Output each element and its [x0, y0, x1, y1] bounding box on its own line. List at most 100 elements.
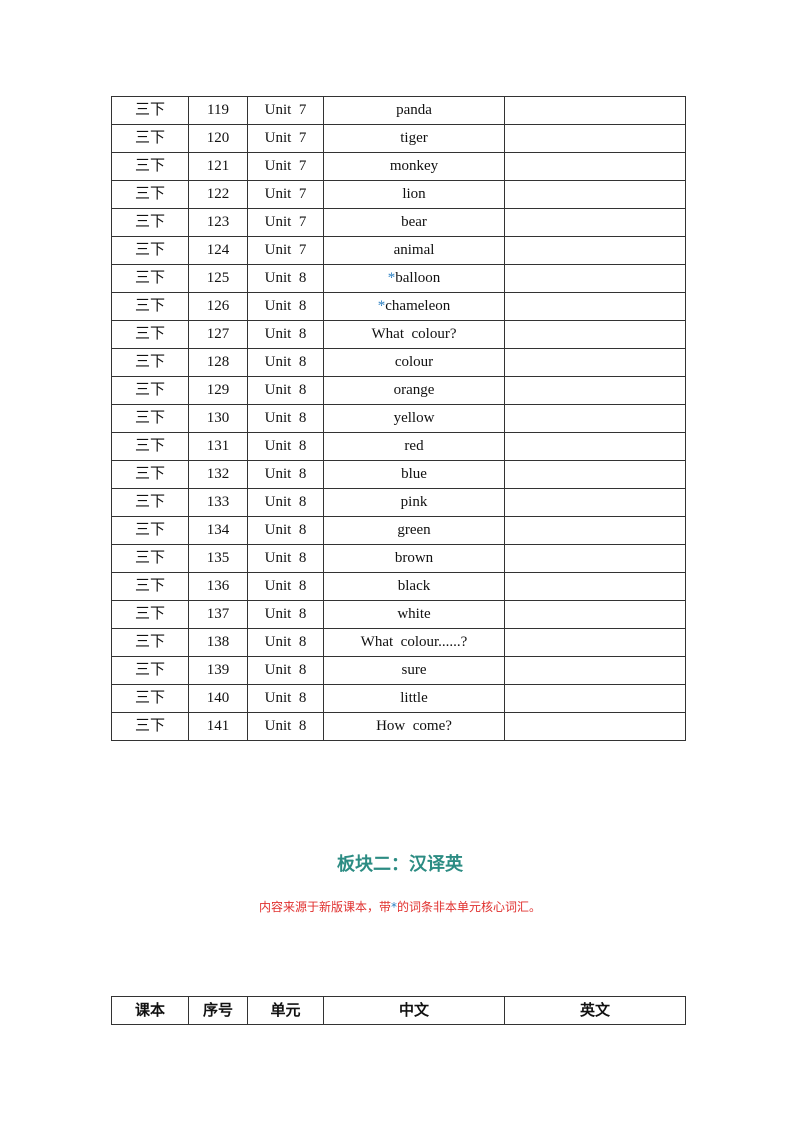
cell-book: 三下	[111, 348, 189, 377]
cell-blank	[504, 712, 686, 741]
cell-word: yellow	[323, 404, 505, 433]
cell-book: 三下	[111, 432, 189, 461]
cell-unit: Unit 7	[247, 180, 324, 209]
cell-number: 136	[188, 572, 248, 601]
cell-unit: Unit 7	[247, 124, 324, 153]
cell-unit: Unit 8	[247, 348, 324, 377]
word-text: sure	[401, 662, 427, 678]
word-text: red	[404, 438, 424, 454]
cell-unit: Unit 8	[247, 628, 324, 657]
cell-word: green	[323, 516, 505, 545]
cell-word: little	[323, 684, 505, 713]
cell-number: 132	[188, 460, 248, 489]
cell-book: 三下	[111, 656, 189, 685]
cell-word: monkey	[323, 152, 505, 181]
cell-book: 三下	[111, 264, 189, 293]
cell-number: 141	[188, 712, 248, 741]
cell-unit: Unit 7	[247, 96, 324, 125]
cell-unit: Unit 8	[247, 432, 324, 461]
cell-number: 128	[188, 348, 248, 377]
cell-book: 三下	[111, 516, 189, 545]
cell-book: 三下	[111, 628, 189, 657]
cell-word: red	[323, 432, 505, 461]
cell-number: 126	[188, 292, 248, 321]
cell-number: 122	[188, 180, 248, 209]
cell-unit: Unit 8	[247, 656, 324, 685]
header-chinese: 中文	[323, 996, 505, 1025]
cell-word: sure	[323, 656, 505, 685]
note-star-marker: *	[391, 900, 397, 914]
cell-book: 三下	[111, 404, 189, 433]
cell-book: 三下	[111, 712, 189, 741]
cell-word: *balloon	[323, 264, 505, 293]
word-text: bear	[401, 214, 427, 230]
cell-book: 三下	[111, 488, 189, 517]
word-text: lion	[402, 186, 426, 202]
cell-unit: Unit 8	[247, 320, 324, 349]
cell-number: 123	[188, 208, 248, 237]
cell-number: 131	[188, 432, 248, 461]
cell-blank	[504, 544, 686, 573]
cell-blank	[504, 656, 686, 685]
cell-blank	[504, 488, 686, 517]
cell-word: colour	[323, 348, 505, 377]
section-title: 板块二：汉译英	[337, 854, 463, 875]
word-text: What colour......?	[360, 634, 468, 650]
cell-unit: Unit 7	[247, 152, 324, 181]
cell-unit: Unit 8	[247, 712, 324, 741]
cell-word: *chameleon	[323, 292, 505, 321]
cell-unit: Unit 8	[247, 684, 324, 713]
cell-blank	[504, 600, 686, 629]
cell-number: 134	[188, 516, 248, 545]
word-text: black	[397, 578, 431, 594]
cell-unit: Unit 8	[247, 600, 324, 629]
cell-word: pink	[323, 488, 505, 517]
core-word-star-marker: *	[377, 298, 386, 314]
cell-blank	[504, 96, 686, 125]
cell-number: 121	[188, 152, 248, 181]
cell-number: 137	[188, 600, 248, 629]
cell-number: 125	[188, 264, 248, 293]
cell-unit: Unit 7	[247, 208, 324, 237]
note-text-before: 内容来源于新版课本，带	[258, 900, 391, 914]
cell-unit: Unit 8	[247, 404, 324, 433]
core-word-star-marker: *	[387, 270, 396, 286]
word-text: What colour?	[371, 326, 457, 342]
cell-unit: Unit 8	[247, 264, 324, 293]
cell-blank	[504, 180, 686, 209]
header-book: 课本	[111, 996, 189, 1025]
cell-unit: Unit 8	[247, 572, 324, 601]
cell-number: 130	[188, 404, 248, 433]
cell-blank	[504, 236, 686, 265]
cell-unit: Unit 8	[247, 376, 324, 405]
cell-word: black	[323, 572, 505, 601]
cell-word: animal	[323, 236, 505, 265]
cell-book: 三下	[111, 208, 189, 237]
cell-number: 138	[188, 628, 248, 657]
cell-word: lion	[323, 180, 505, 209]
word-text: monkey	[389, 158, 439, 174]
cell-book: 三下	[111, 684, 189, 713]
cell-blank	[504, 404, 686, 433]
cell-blank	[504, 376, 686, 405]
word-text: colour	[394, 354, 434, 370]
translation-table-header: 课本 序号 单元 中文 英文	[111, 996, 686, 1025]
cell-unit: Unit 8	[247, 460, 324, 489]
cell-blank	[504, 684, 686, 713]
cell-number: 135	[188, 544, 248, 573]
word-text: pink	[400, 494, 428, 510]
cell-word: tiger	[323, 124, 505, 153]
word-text: balloon	[395, 270, 441, 286]
